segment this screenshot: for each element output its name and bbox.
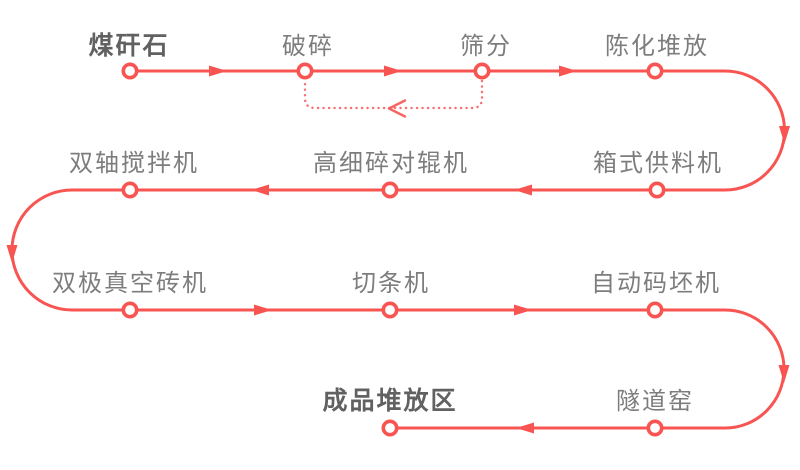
- label-vacuum-brick-machine: 双极真空砖机: [52, 270, 208, 297]
- flow-arrow-icon: [209, 65, 227, 77]
- label-twin-shaft-mixer: 双轴搅拌机: [69, 150, 199, 177]
- flow-arrow-icon: [779, 126, 790, 144]
- node-strip-cutter: [381, 301, 399, 319]
- node-aging-stacking: [646, 62, 664, 80]
- label-box-feeder: 箱式供料机: [593, 150, 723, 177]
- flow-arrow-icon: [514, 184, 532, 196]
- label-tunnel-kiln: 隧道窑: [616, 388, 694, 415]
- node-fine-roller-crusher: [381, 181, 399, 199]
- label-screening: 筛分: [460, 33, 512, 60]
- return-arrow-icon: [387, 99, 407, 118]
- label-finished-product-area: 成品堆放区: [322, 386, 457, 415]
- label-strip-cutter: 切条机: [352, 270, 430, 297]
- flow-arrow-icon: [254, 304, 272, 316]
- flow-arrow-icon: [516, 422, 534, 434]
- flow-arrow-icon: [778, 365, 790, 383]
- node-coal-gangue: [121, 62, 139, 80]
- flow-arrow-icon: [514, 304, 532, 316]
- flow-arrow-icon: [251, 184, 269, 196]
- label-fine-roller-crusher: 高细碎对辊机: [313, 150, 469, 177]
- node-auto-setting-machine: [646, 301, 664, 319]
- label-aging-stacking: 陈化堆放: [605, 33, 709, 60]
- node-tunnel-kiln: [646, 419, 664, 437]
- flow-arrow-icon: [559, 65, 577, 77]
- node-vacuum-brick-machine: [121, 301, 139, 319]
- node-twin-shaft-mixer: [121, 181, 139, 199]
- label-auto-setting-machine: 自动码坯机: [591, 270, 721, 297]
- return-loop-path: [303, 79, 484, 110]
- node-finished-product-area: [381, 419, 399, 437]
- main-flow-path: [10, 69, 786, 430]
- flow-arrow-icon: [384, 65, 402, 77]
- flow-arrow-icon: [6, 245, 18, 263]
- label-crushing: 破碎: [282, 33, 334, 60]
- node-box-feeder: [648, 181, 666, 199]
- node-crushing: [296, 62, 314, 80]
- label-coal-gangue: 煤矸石: [88, 32, 169, 60]
- node-screening: [473, 62, 491, 80]
